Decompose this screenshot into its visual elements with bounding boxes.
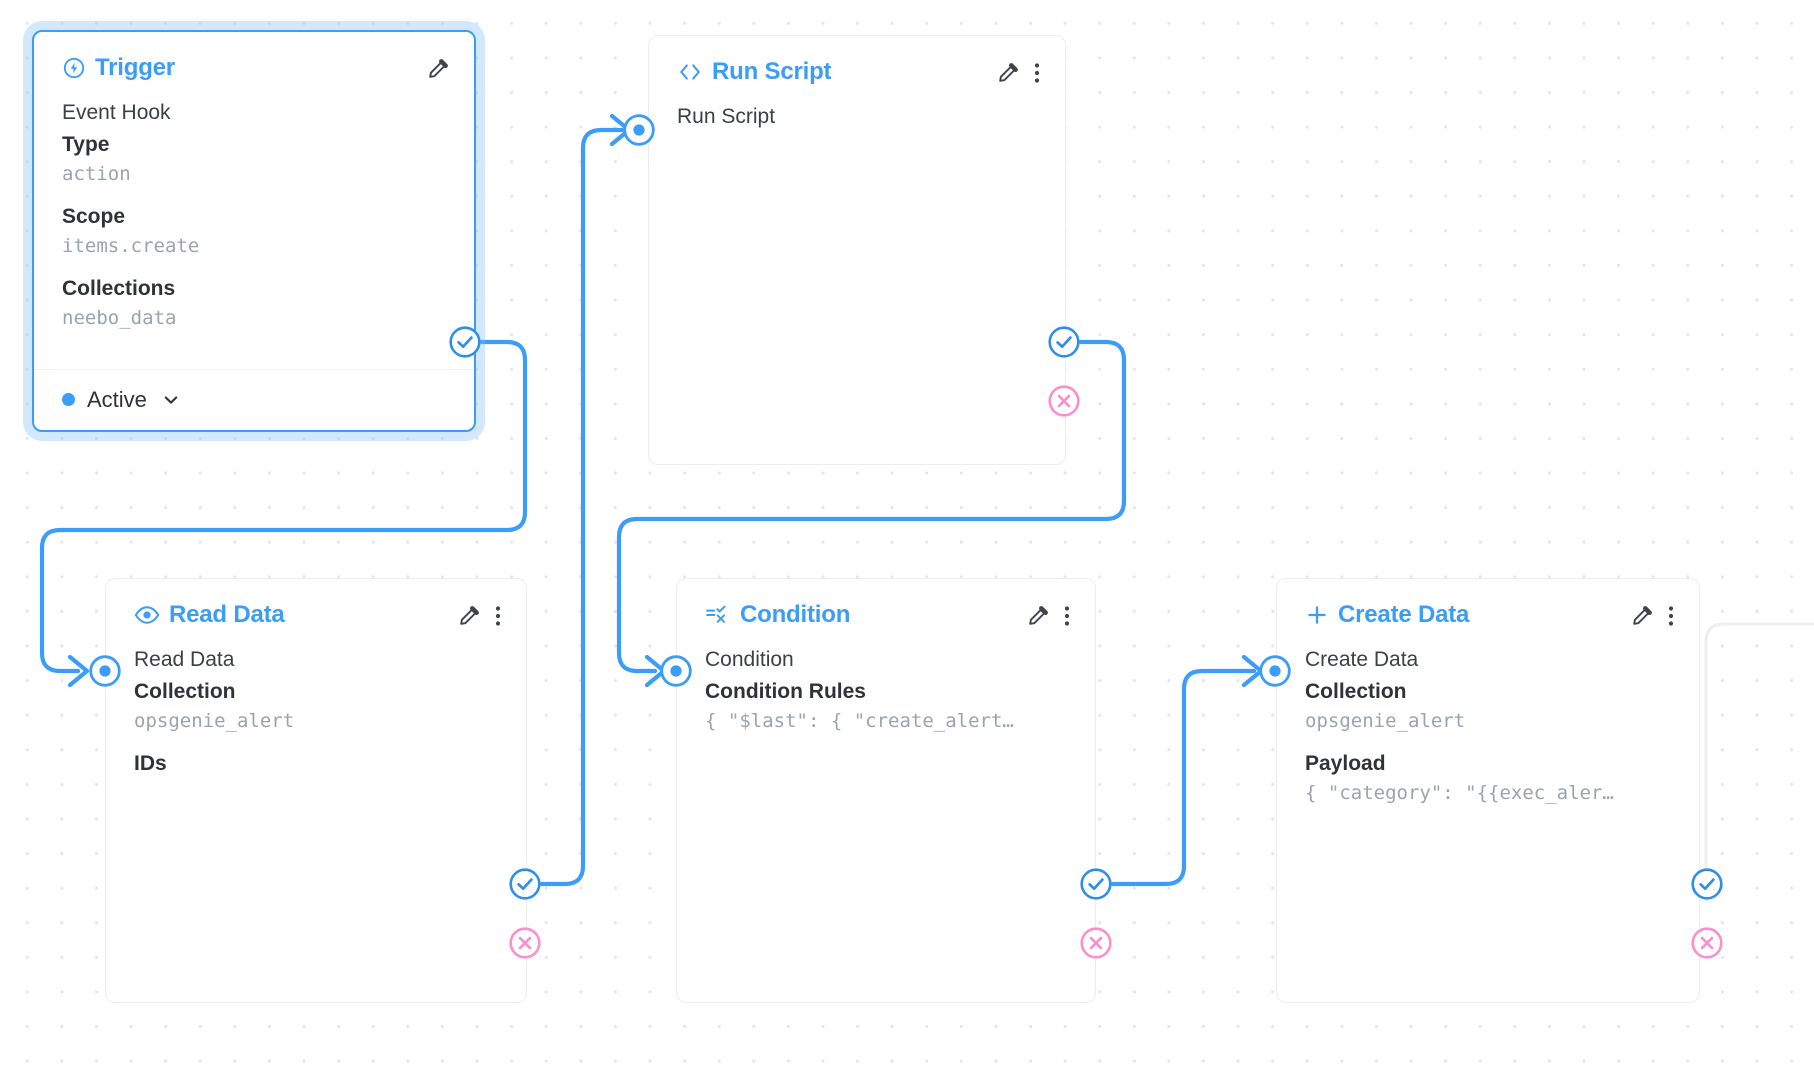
field-label-collection: Collection (134, 679, 236, 703)
field-label-ids: IDs (134, 752, 167, 776)
node-read-data-actions[interactable] (457, 601, 502, 628)
field-run-script: Run Script (677, 105, 776, 128)
port-read-data-resolve[interactable] (508, 867, 542, 901)
node-condition[interactable]: Condition Conditio (676, 578, 1096, 1003)
node-trigger[interactable]: Trigger Event Hook Type action Scope ite… (32, 30, 476, 432)
node-condition-actions[interactable] (1026, 601, 1071, 628)
field-value-type: action (62, 162, 131, 185)
node-create-data-fields: Create Data Collection opsgenie_alert Pa… (1305, 645, 1675, 807)
field-value-collection: opsgenie_alert (134, 709, 295, 732)
port-run-script-input[interactable] (622, 113, 656, 147)
port-condition-input[interactable] (659, 654, 693, 688)
port-read-data-input[interactable] (88, 654, 122, 688)
port-trigger-resolve[interactable] (448, 325, 482, 359)
port-read-data-reject[interactable] (508, 926, 542, 960)
port-create-data-input[interactable] (1258, 654, 1292, 688)
field-label-condition-rules: Condition Rules (705, 679, 866, 703)
field-label-scope: Scope (62, 205, 126, 229)
node-read-data-title-row: Read Data (134, 601, 285, 629)
port-create-data-resolve[interactable] (1690, 867, 1724, 901)
node-read-data-header: Read Data (134, 601, 502, 629)
status-dot-icon (62, 393, 75, 407)
field-value-payload: { "category": "{{exec_aler… (1305, 781, 1614, 804)
port-condition-reject[interactable] (1079, 926, 1113, 960)
field-value-scope: items.create (62, 234, 200, 257)
node-create-data-title-row: Create Data (1305, 601, 1469, 629)
plus-icon (1305, 603, 1329, 627)
condition-icon (705, 604, 731, 626)
port-run-script-reject[interactable] (1047, 384, 1081, 418)
edit-pencil-icon[interactable] (1026, 604, 1050, 628)
node-run-script-fields: Run Script (677, 102, 1041, 132)
more-vertical-icon[interactable] (1667, 604, 1675, 628)
chevron-down-icon[interactable] (161, 390, 181, 410)
eye-icon (134, 605, 160, 625)
field-label-payload: Payload (1305, 752, 1386, 776)
bolt-circle-icon (62, 56, 86, 80)
node-read-data-title: Read Data (169, 601, 285, 628)
field-label-collection: Collection (1305, 679, 1407, 703)
field-value-collections: neebo_data (62, 307, 177, 330)
field-value-condition-rules: { "$last": { "create_alert… (705, 709, 1014, 732)
field-value-collection: opsgenie_alert (1305, 709, 1466, 732)
node-trigger-status-dropdown[interactable]: Active (34, 368, 474, 430)
connection-create-data-trailing-stub (1704, 622, 1814, 902)
node-trigger-actions[interactable] (426, 54, 450, 81)
connection-read-data-to-run-script (539, 127, 625, 887)
node-run-script-header: Run Script (677, 58, 1041, 86)
edit-pencil-icon[interactable] (996, 61, 1020, 85)
node-trigger-header: Trigger (62, 54, 450, 82)
node-run-script-title-row: Run Script (677, 58, 832, 86)
port-create-data-reject[interactable] (1690, 926, 1724, 960)
node-trigger-title: Trigger (95, 54, 175, 81)
field-create-data: Create Data (1305, 648, 1419, 671)
more-vertical-icon[interactable] (494, 604, 502, 628)
node-condition-header: Condition (705, 601, 1071, 629)
node-condition-title-row: Condition (705, 601, 850, 629)
port-condition-resolve[interactable] (1079, 867, 1113, 901)
more-vertical-icon[interactable] (1033, 61, 1041, 85)
field-read-data: Read Data (134, 648, 235, 671)
code-brackets-icon (677, 61, 703, 83)
edit-pencil-icon[interactable] (457, 604, 481, 628)
field-event-hook: Event Hook (62, 101, 171, 124)
arrowhead-read-data-input (67, 654, 90, 688)
node-create-data-header: Create Data (1305, 601, 1675, 629)
field-label-collections: Collections (62, 277, 176, 301)
node-run-script[interactable]: Run Script Run Scr (648, 35, 1066, 465)
more-vertical-icon[interactable] (1063, 604, 1071, 628)
node-create-data-title: Create Data (1338, 601, 1470, 628)
node-create-data-actions[interactable] (1630, 601, 1675, 628)
connection-condition-to-create-data (1110, 668, 1257, 887)
node-create-data[interactable]: Create Data Create (1276, 578, 1700, 1003)
field-condition: Condition (705, 648, 794, 671)
node-read-data-fields: Read Data Collection opsgenie_alert IDs (134, 645, 502, 779)
port-run-script-resolve[interactable] (1047, 325, 1081, 359)
node-condition-title: Condition (740, 601, 851, 628)
field-label-type: Type (62, 132, 110, 156)
status-label: Active (87, 386, 147, 412)
node-run-script-title: Run Script (712, 58, 832, 85)
node-trigger-fields: Event Hook Type action Scope items.creat… (62, 98, 450, 333)
edit-pencil-icon[interactable] (426, 57, 450, 81)
node-trigger-title-row: Trigger (62, 54, 175, 82)
node-condition-fields: Condition Condition Rules { "$last": { "… (705, 645, 1071, 735)
node-run-script-actions[interactable] (996, 58, 1041, 85)
node-read-data[interactable]: Read Data Read Dat (105, 578, 527, 1003)
edit-pencil-icon[interactable] (1630, 604, 1654, 628)
